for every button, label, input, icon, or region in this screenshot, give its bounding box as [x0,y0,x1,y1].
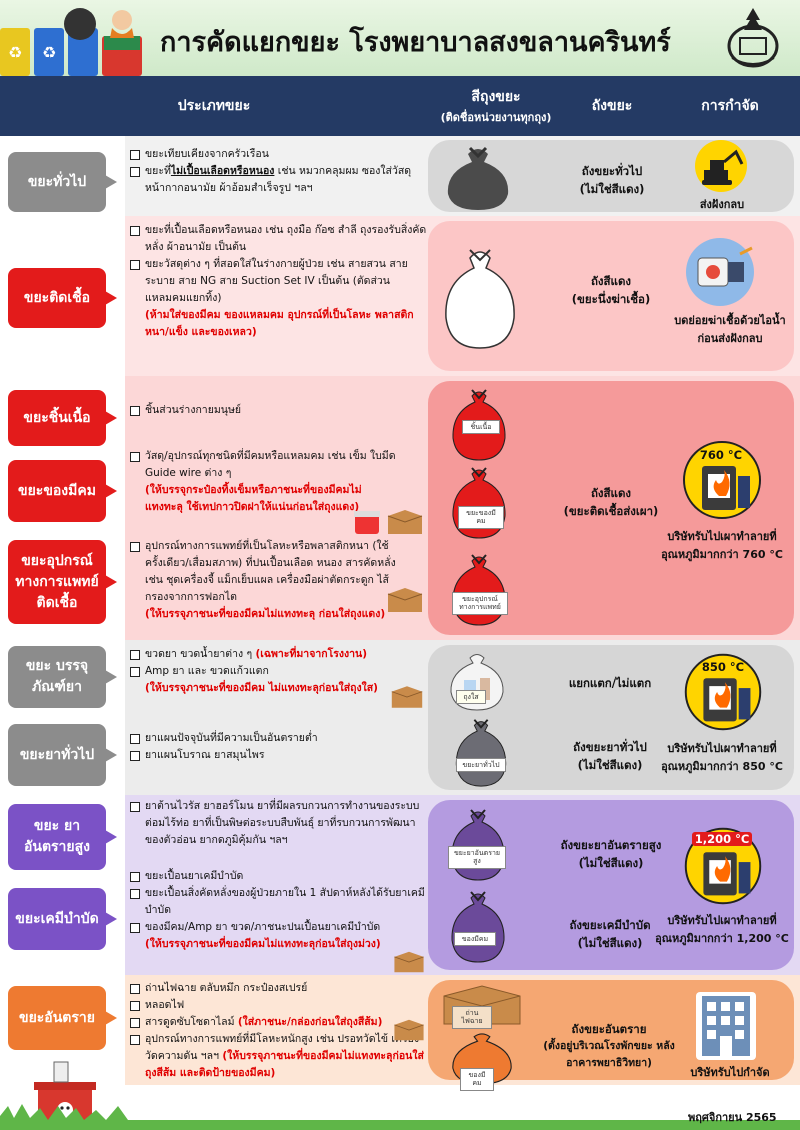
bag-tag: ของมีคม [454,932,496,947]
disposal-red-incinerate: บริษัทรับไปเผาทำลายที่ อุณหภูมิมากกว่า 7… [661,530,783,561]
checkbox-icon [130,650,140,660]
checkbox-icon [130,260,140,270]
box-icon [387,510,423,534]
svg-text:♻: ♻ [8,43,22,62]
checkbox-icon [130,872,140,882]
incinerator-icon [683,441,761,519]
label-general: ขยะทั่วไป [8,152,117,212]
red-bag-icon [452,554,506,626]
page-title: การคัดแยกขยะ โรงพยาบาลสงขลานครินทร์ [160,27,671,58]
items-chemo: ขยะเปื้อนยาเคมีบำบัด ขยะเปื้อนสิ่งคัดหลั… [130,868,428,953]
recycle-bins-illustration: ♻ ♻ [0,8,142,76]
checkbox-icon [130,542,140,552]
bin-hazardous-drug: ถังขยะยาอันตรายสูง(ไม่ใช่สีแดง) [560,838,662,871]
sharps-container-icon [354,511,380,534]
bin-packaging: แยกแตก/ไม่แตก [568,676,652,690]
checkbox-icon [130,751,140,761]
col-header-bin: ถังขยะ [564,76,660,136]
col-header-type: ประเภทขยะ [0,76,428,136]
bag-tag: ชิ้นเนื้อ [462,420,500,435]
label-hazardous-drug: ขยะ ยาอันตรายสูง [8,804,117,870]
items-sharps: วัสดุ/อุปกรณ์ทุกชนิดที่มีคมหรือแหลมคม เช… [130,448,422,516]
checkbox-icon [130,1035,140,1045]
label-hazardous: ขยะอันตราย [8,986,117,1050]
footer-date: พฤศจิกายน 2565 [688,1111,777,1124]
label-device: ขยะอุปกรณ์ ทางการแพทย์ ติดเชื้อ [8,540,117,624]
checkbox-icon [130,1018,140,1028]
black-bag-icon [447,146,509,210]
items-packaging: ขวดยา ขวดน้ำยาต่าง ๆ (เฉพาะที่มาจากโรงงา… [130,646,428,697]
checkbox-icon [130,802,140,812]
checkbox-icon [130,167,140,177]
disposal-infectious: บดย่อยฆ่าเชื้อด้วยไอน้ำ ก่อนส่งฝังกลบ [674,314,786,345]
items-infectious: ขยะที่เปื้อนเลือดหรือหนอง เช่น ถุงมือ ก๊… [130,222,428,341]
checkbox-icon [130,889,140,899]
items-hazardous: ถ่านไฟฉาย ตลับหมึก กระป๋องสเปรย์ หลอดไฟ … [130,980,428,1082]
bag-tag: ถ่านไฟฉาย [452,1006,492,1029]
bin-general: ถังขยะทั่วไป(ไม่ใช่สีแดง) [579,164,645,197]
svg-text:♻: ♻ [42,43,56,62]
purple-bag-icon [451,809,505,881]
gray-bag-icon [455,719,507,787]
label-infectious: ขยะติดเชื้อ [8,268,117,328]
header-banner: ♻ ♻ การคัดแยกขยะ โรงพยาบาลสงขลานครินทร์ [0,0,800,76]
label-sharps: ขยะของมีคม [8,460,117,522]
label-general-drug: ขยะยาทั่วไป [8,724,117,786]
incinerator-icon [684,827,762,905]
purple-bag-icon [451,891,505,963]
disposal-chemo: บริษัทรับไปเผาทำลายที่ อุณหภูมิมากกว่า 1… [655,914,789,945]
checkbox-icon [130,1001,140,1011]
box-icon [394,1019,424,1041]
items-general: ขยะเทียบเคียงจากครัวเรือน ขยะที่ไม่เปื้อ… [130,146,428,197]
disposal-hazardous: บริษัทรับไปกำจัด [690,1066,770,1079]
temp-850: 850 °C [701,660,745,674]
bag-tag: ขยะยาทั่วไป [456,758,506,773]
checkbox-icon [130,406,140,416]
bin-chemo: ถังขยะเคมีบำบัด(ไม่ใช่สีแดง) [569,918,651,951]
checkbox-icon [130,226,140,236]
bin-infectious: ถังสีแดง(ขยะนึ่งฆ่าเชื้อ) [571,274,651,307]
items-general-drug: ยาแผนปัจจุบันที่มีความเป็นอันตรายต่ำ ยาแ… [130,730,428,764]
grass-decoration [0,1104,800,1130]
checkbox-icon [130,923,140,933]
box-icon [387,588,423,612]
box-icon [391,686,423,708]
disposal-general: ส่งฝังกลบ [699,198,745,211]
building-icon [696,992,756,1060]
bag-tag: ขยะอุปกรณ์ ทางการแพทย์ [452,592,508,615]
label-chemo: ขยะเคมีบำบัด [8,888,117,950]
disposal-general-drug: บริษัทรับไปเผาทำลายที่ อุณหภูมิมากกว่า 8… [661,742,783,773]
box-icon [394,951,424,973]
label-tissue: ขยะชิ้นเนื้อ [8,390,117,446]
checkbox-icon [130,452,140,462]
checkbox-icon [130,667,140,677]
items-device: อุปกรณ์ทางการแพทย์ที่เป็นโลหะหรือพลาสติก… [130,538,400,623]
checkbox-icon [130,734,140,744]
col-header-disposal: การกำจัด [660,76,800,136]
checkbox-icon [130,984,140,994]
bag-tag: ถุงใส [456,690,486,705]
items-tissue: ชิ้นส่วนร่างกายมนุษย์ [130,402,428,419]
incinerator-icon [684,653,762,731]
white-bag-icon [445,249,515,349]
temp-760: 760 °C [699,448,743,462]
bin-general-drug: ถังขยะยาทั่วไป(ไม่ใช่สีแดง) [573,740,647,773]
label-packaging: ขยะ บรรจุภัณฑ์ยา [8,646,117,708]
autoclave-shredder-icon [686,238,754,306]
col-header-bag-color: สีถุงขยะ(ติดชื่อหน่วยงานทุกถุง) [428,76,564,136]
hospital-emblem-icon [727,8,779,68]
items-hazardous-drug: ยาต้านไวรัส ยาฮอร์โมน ยาที่มีผลรบกวนการท… [130,798,428,849]
bin-red-incinerate: ถังสีแดง(ขยะติดเชื้อส่งเผา) [563,486,659,519]
bag-tag: ขยะของมีคม [458,506,504,529]
excavator-icon [695,140,747,192]
checkbox-icon [130,150,140,160]
bag-tag: ของมีคม [460,1068,494,1091]
bin-hazardous: ถังขยะอันตราย(ตั้งอยู่บริเวณโรงพักขยะ หล… [543,1022,675,1070]
temp-1200: 1,200 °C [692,832,752,846]
bag-tag: ขยะยาอันตรายสูง [448,846,506,869]
